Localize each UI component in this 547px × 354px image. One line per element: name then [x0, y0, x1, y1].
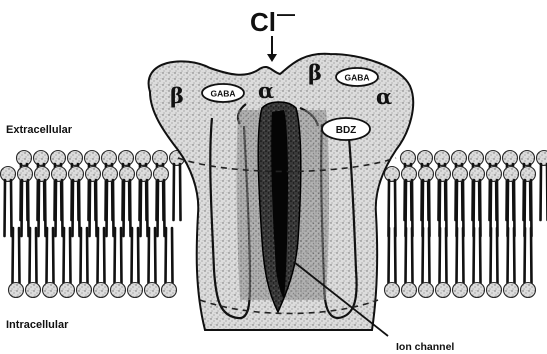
- lipid-molecule: [402, 228, 417, 298]
- lipid-molecule: [419, 228, 434, 298]
- bdz-binding-site: BDZ: [322, 118, 370, 140]
- gaba-binding-site-right: GABA: [336, 68, 378, 86]
- lipid-molecule: [521, 228, 536, 298]
- beta-subunit-right-label: β: [308, 60, 322, 85]
- extracellular-label: Extracellular: [6, 124, 73, 136]
- lipid-molecule: [436, 228, 451, 298]
- bdz-label: BDZ: [336, 125, 357, 136]
- gaba-binding-site-left: GABA: [202, 84, 244, 102]
- gaba-label-right: GABA: [344, 73, 369, 83]
- chloride-charge: —: [277, 4, 295, 24]
- alpha-subunit-right-label: α: [376, 84, 392, 109]
- lipid-molecule: [537, 151, 547, 221]
- lipid-molecule: [453, 228, 468, 298]
- membrane-right: [385, 151, 547, 298]
- beta-subunit-left-label: β: [170, 83, 184, 108]
- lipid-molecule: [385, 228, 400, 298]
- lipid-molecule: [470, 228, 485, 298]
- receptor-protein: [149, 54, 414, 330]
- membrane-left: [1, 151, 185, 298]
- lipid-molecule: [504, 228, 519, 298]
- chloride-arrow: [267, 36, 277, 62]
- ion-channel-label: Ion channel: [396, 341, 454, 353]
- chloride-symbol: Cl: [250, 7, 276, 37]
- lipids-right-lower: [385, 228, 536, 298]
- lipid-molecule: [487, 228, 502, 298]
- alpha-subunit-left-label: α: [258, 78, 274, 103]
- lipids-right-upper: [385, 151, 547, 237]
- intracellular-label: Intracellular: [6, 319, 69, 331]
- chloride-ion-label: Cl —: [250, 4, 295, 37]
- lipid-molecule: [385, 167, 400, 237]
- gaba-label-left: GABA: [210, 89, 235, 99]
